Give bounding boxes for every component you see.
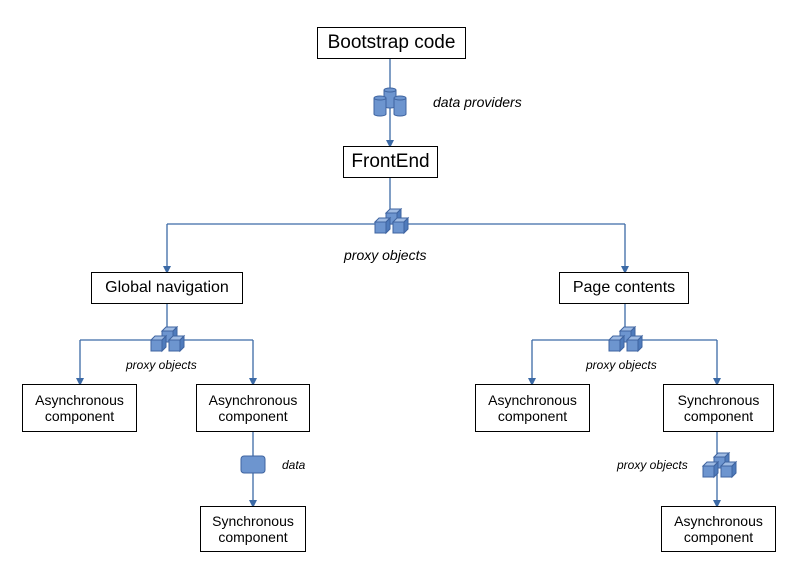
node-label-line-2: component [683, 408, 754, 424]
label-proxy-objects-bottom: proxy objects [617, 458, 688, 472]
label-proxy-objects-left: proxy objects [126, 358, 197, 372]
node-label-line-1: Asynchronous [674, 512, 763, 529]
node-page-contents[interactable]: Page contents [559, 272, 689, 304]
node-left-async-component-2[interactable]: Asynchronous component [196, 384, 310, 432]
node-label-line-2: component [683, 529, 754, 545]
node-frontend[interactable]: FrontEnd [343, 146, 438, 178]
proxy-cubes-icon [373, 208, 410, 235]
node-label-line-1: Asynchronous [488, 391, 577, 408]
node-bootstrap-code[interactable]: Bootstrap code [317, 27, 466, 59]
label-data: data [282, 458, 306, 472]
node-label-line-1: Asynchronous [35, 391, 124, 408]
database-cylinders-icon [373, 87, 407, 117]
label-proxy-objects-main: proxy objects [344, 247, 427, 263]
node-left-sync-component[interactable]: Synchronous component [200, 506, 306, 552]
node-right-async-component-2[interactable]: Asynchronous component [661, 506, 776, 552]
node-label-line-2: component [44, 408, 115, 424]
node-label-line-1: Synchronous [212, 512, 294, 529]
proxy-cubes-icon [701, 452, 738, 479]
data-block-icon [240, 455, 266, 474]
node-left-async-component-1[interactable]: Asynchronous component [22, 384, 137, 432]
node-label-line-1: Asynchronous [208, 391, 298, 408]
node-label: FrontEnd [351, 151, 430, 173]
node-label-line-2: component [218, 529, 288, 545]
node-label: Global navigation [105, 278, 229, 296]
node-right-async-component-1[interactable]: Asynchronous component [475, 384, 590, 432]
node-label-line-2: component [218, 408, 288, 424]
node-label-line-1: Synchronous [677, 391, 760, 408]
node-label-line-2: component [497, 408, 568, 424]
proxy-cubes-icon [149, 326, 186, 353]
label-data-providers: data providers [433, 94, 522, 110]
node-label: Bootstrap code [327, 32, 456, 54]
node-right-sync-component[interactable]: Synchronous component [663, 384, 774, 432]
node-label: Page contents [572, 278, 676, 296]
node-global-navigation[interactable]: Global navigation [91, 272, 243, 304]
proxy-cubes-icon [607, 326, 644, 353]
label-proxy-objects-right: proxy objects [586, 358, 657, 372]
